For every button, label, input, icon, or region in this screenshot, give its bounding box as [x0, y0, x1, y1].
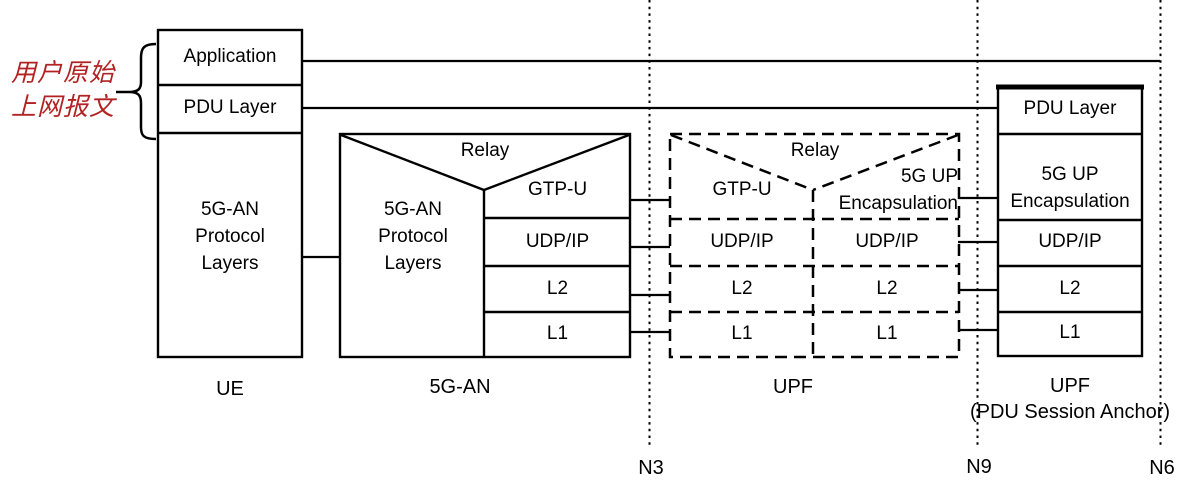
- upf-node-label: UPF: [773, 376, 813, 398]
- gnb-l2-label: L2: [546, 278, 569, 299]
- upf-left-l2-label: L2: [731, 278, 753, 299]
- ue-pdu-layer-label: PDU Layer: [183, 97, 277, 118]
- n6-interface-label: N6: [1149, 457, 1175, 479]
- gnb-relay-v-left: [340, 133, 485, 192]
- end-to-end-lines: [302, 59, 1160, 259]
- upf-5g-up-encapsulation-label: 5G UP Encapsulation: [838, 166, 958, 214]
- upf-relay-v-right: [812, 133, 959, 192]
- ue-application-label: Application: [183, 46, 277, 67]
- annotation-text: 用户原始 上网报文: [10, 60, 115, 121]
- anchor-udp-ip-label: UDP/IP: [1038, 231, 1102, 252]
- ue-node-label: UE: [216, 378, 244, 400]
- upf-right-l1-label: L1: [876, 323, 898, 344]
- gnb-udp-ip-label: UDP/IP: [525, 231, 590, 252]
- n9-connectors: [958, 196, 998, 332]
- upf-anchor-stack-box: [996, 84, 1144, 358]
- anchor-l1-label: L1: [1059, 322, 1081, 343]
- reference-point-lines: [648, 0, 1162, 445]
- ue-stack-box: [156, 28, 304, 359]
- upf-relay-v-left: [670, 133, 814, 192]
- anchor-l2-label: L2: [1059, 278, 1081, 299]
- n3-interface-label: N3: [638, 457, 664, 479]
- gnb-protocol-layers-label: 5G-AN Protocol Layers: [378, 199, 448, 274]
- upf-left-l1-label: L1: [731, 323, 753, 344]
- ue-box: [156, 28, 304, 359]
- upf-right-l2-label: L2: [876, 278, 898, 299]
- annotation-brace: [116, 42, 157, 141]
- gnb-relay-label: Relay: [460, 140, 510, 161]
- brace-path: [128, 42, 157, 141]
- gnb-l1-label: L1: [546, 323, 569, 344]
- upf-box: [668, 132, 961, 359]
- upf-right-udp-ip-label: UDP/IP: [855, 231, 919, 252]
- upf-anchor-node-label: UPF (PDU Session Anchor): [969, 375, 1171, 423]
- upf-relay-label: Relay: [790, 140, 840, 161]
- gnb-relay-v-right: [483, 133, 630, 192]
- n3-connectors: [630, 198, 670, 334]
- ue-an-protocol-layers-label: 5G-AN Protocol Layers: [195, 199, 265, 274]
- upf-left-udp-ip-label: UDP/IP: [710, 231, 774, 252]
- gnb-gtpu-label: GTP-U: [527, 179, 588, 200]
- gnb-stack-box: [338, 132, 632, 359]
- anchor-pdu-layer-label: PDU Layer: [1023, 98, 1117, 119]
- anchor-5g-up-encapsulation-label: 5G UP Encapsulation: [1010, 164, 1130, 212]
- upf-stack-box: [668, 132, 961, 359]
- n9-interface-label: N9: [966, 456, 992, 478]
- gnb-node-label: 5G-AN: [429, 376, 491, 398]
- upf-gtpu-label: GTP-U: [712, 179, 772, 200]
- gnb-box: [338, 132, 632, 359]
